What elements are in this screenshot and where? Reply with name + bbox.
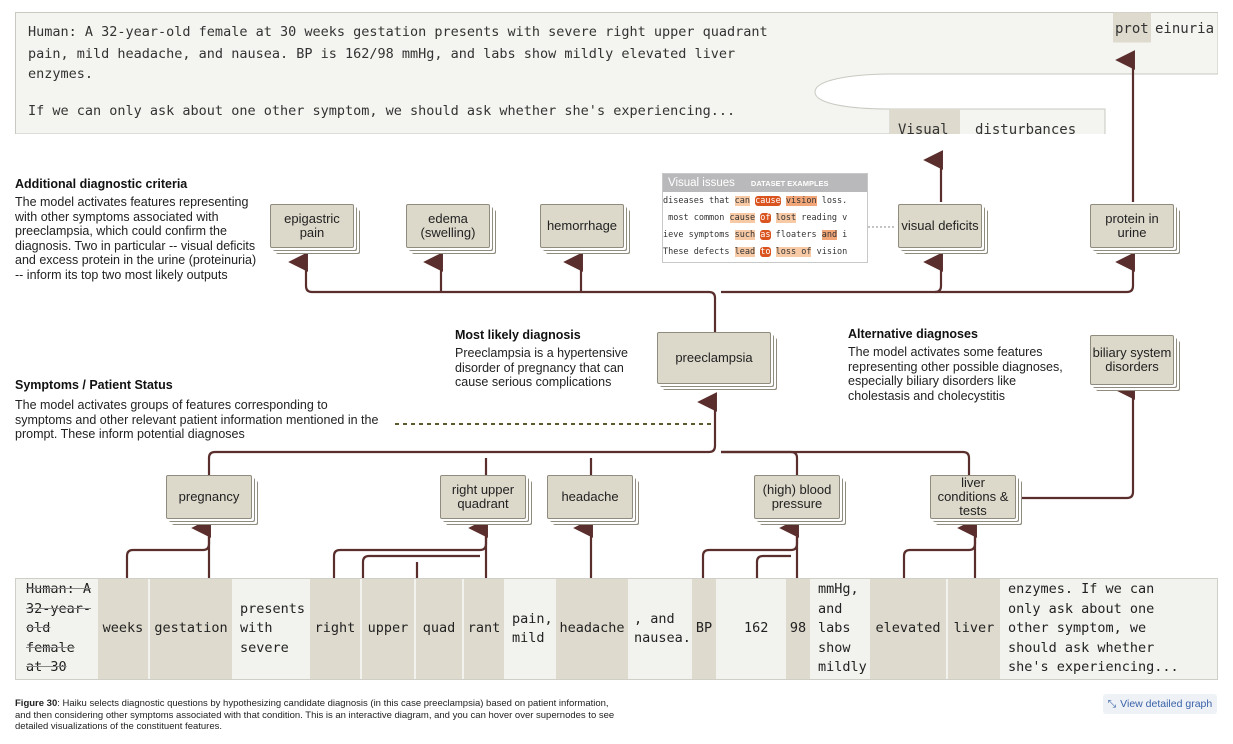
figure-caption: Figure 30: Haiku selects diagnostic ques… [15,698,615,733]
token[interactable]: enzymes. If we can only ask about one ot… [1008,581,1179,676]
most-likely-title: Most likely diagnosis [455,328,581,342]
additional-criteria-title: Additional diagnostic criteria [15,177,188,191]
prompt-box: Human: A 32-year-old female at 30 weeks … [15,12,1218,134]
view-graph-label: View detailed graph [1120,698,1213,710]
node-epigastric-pain[interactable]: epigastric pain [270,204,354,248]
token[interactable]: pain, mild [512,610,553,647]
token[interactable]: elevated [870,579,946,679]
node-edema[interactable]: edema (swelling) [406,204,490,248]
symptoms-body: The model activates groups of features c… [15,398,379,441]
prompt-line-2: pain, mild headache, and nausea. BP is 1… [28,46,736,62]
most-likely-body: Preeclampsia is a hypertensive disorder … [455,346,628,389]
expand-icon: ⤡ [1107,697,1117,710]
token[interactable]: rant [464,579,504,679]
output-token-visual: Visual [898,122,949,138]
caption-label: Figure 30 [15,698,58,709]
examples-subtitle: DATASET EXAMPLES [750,178,829,188]
node-preeclampsia[interactable]: preeclampsia [657,332,771,384]
token[interactable]: quad [416,579,462,679]
example-row: ieve symptoms such as floaters and i [663,229,848,240]
edges [125,50,1135,578]
caption-text: : Haiku selects diagnostic questions by … [15,698,615,732]
token[interactable]: liver [948,579,1000,679]
token[interactable]: , and nausea. [634,610,691,647]
example-row: most common cause of lost reading v [663,212,848,223]
prompt-line-3: enzymes. [28,66,94,82]
additional-criteria-body: The model activates features representin… [15,195,257,282]
token[interactable]: Human: A 32-year- old female at 30 [26,581,92,676]
token[interactable]: 162 [744,620,769,637]
token[interactable]: headache [556,579,628,679]
dataset-examples-panel[interactable]: Visual issues DATASET EXAMPLES diseases … [662,173,868,263]
node-biliary-system-disorders[interactable]: biliary system disorders [1090,335,1174,385]
view-detailed-graph-button[interactable]: ⤡ View detailed graph [1103,694,1217,714]
example-row: diseases that can cause vision loss. [663,195,848,206]
node-headache[interactable]: headache [547,475,633,519]
output-token-prot: prot [1115,21,1149,37]
node-protein-in-urine[interactable]: protein in urine [1090,204,1174,248]
token[interactable]: weeks [98,579,148,679]
token[interactable]: gestation [150,579,232,679]
token[interactable]: upper [362,579,414,679]
example-row: These defects lead to loss of vision [663,246,848,257]
node-liver-conditions-tests[interactable]: liver conditions & tests [930,475,1016,519]
node-right-upper-quadrant[interactable]: right upper quadrant [440,475,526,519]
node-visual-deficits[interactable]: visual deficits [898,204,982,248]
node-pregnancy[interactable]: pregnancy [166,475,252,519]
symptoms-title: Symptoms / Patient Status [15,378,173,392]
output-token-disturbances: disturbances [975,122,1077,138]
token[interactable]: mmHg, and labs show mildly [818,581,867,676]
token[interactable]: right [310,579,360,679]
examples-title: Visual issues [668,177,735,189]
node-hemorrhage[interactable]: hemorrhage [540,204,624,248]
token[interactable]: BP [692,579,716,679]
token[interactable]: 98 [786,579,810,679]
prompt-line-1: Human: A 32-year-old female at 30 weeks … [28,24,768,40]
token-strip: Human: A 32-year- old female at 30 weeks… [15,578,1218,680]
token[interactable]: presents with severe [240,600,306,656]
prompt-line-4: If we can only ask about one other sympt… [28,103,736,119]
alternative-body: The model activates some features repres… [848,345,1063,403]
prompt-outline [15,12,1218,134]
examples-header: Visual issues DATASET EXAMPLES [663,174,867,192]
node-high-blood-pressure[interactable]: (high) blood pressure [754,475,840,519]
alternative-title: Alternative diagnoses [848,327,978,341]
output-token-einuria: einuria [1155,21,1215,37]
